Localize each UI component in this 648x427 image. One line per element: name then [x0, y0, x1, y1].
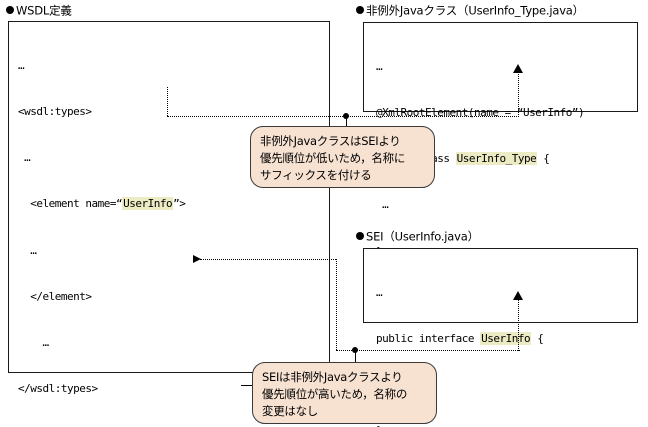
connector-upper-vertical-left: [167, 87, 168, 116]
code-line: …: [18, 243, 37, 257]
callout-line: 優先順位が低いため，名称に: [260, 151, 406, 165]
code-line: …: [18, 58, 25, 72]
java-class-section-header: 非例外Javaクラス（UserInfo_Type.java）: [356, 3, 584, 18]
code-text: ”>: [173, 197, 186, 211]
callout-line: SEIは非例外Javaクラスより: [262, 370, 403, 384]
code-text: <element name=“: [18, 197, 123, 211]
java-class-code-panel: … @XmlRootElement(name = “UserInfo”) pub…: [363, 22, 638, 258]
sei-code-panel: … public interface UserInfo { … }: [363, 248, 638, 427]
code-line-element-name: <element name=“UserInfo”>: [18, 196, 329, 211]
wsdl-code-block: … <wsdl:types> … <element name=“UserInfo…: [9, 22, 329, 427]
callout-sei-no-change: SEIは非例外Javaクラスより 優先順位が高いため，名称の 変更はなし: [252, 362, 437, 424]
connector-upper-vertical-right: [518, 72, 519, 117]
callout-line: 変更はなし: [262, 404, 318, 418]
callout-line: 非例外JavaクラスはSEIより: [260, 134, 401, 148]
filled-circle-bullet-icon: [356, 231, 364, 240]
highlight-user-info-type: UserInfo_Type: [455, 152, 538, 166]
code-line: </wsdl:types>: [18, 382, 98, 396]
code-text: public interface: [376, 332, 481, 346]
connector-lower-callout-tick: [241, 385, 253, 386]
filled-circle-bullet-icon: [356, 5, 364, 14]
sei-section-header: SEI（UserInfo.java）: [356, 229, 479, 244]
wsdl-section-label: WSDL定義: [16, 3, 72, 18]
connector-upper-callout-stem: [346, 116, 347, 126]
code-line-interface-decl: public interface UserInfo {: [376, 331, 637, 346]
java-class-section-label: 非例外Javaクラス（UserInfo_Type.java）: [366, 3, 584, 18]
connector-lower-horizontal-bottom: [336, 350, 520, 351]
highlight-user-info: UserInfo: [480, 332, 532, 346]
connector-lower-arrowhead-left: [193, 255, 201, 263]
callout-line: サフィックスを付ける: [260, 168, 372, 182]
code-line: …: [376, 59, 383, 73]
sei-section-label: SEI（UserInfo.java）: [366, 229, 479, 244]
code-text: {: [531, 332, 544, 346]
filled-circle-bullet-icon: [6, 5, 14, 14]
code-line: @XmlRootElement(name = “UserInfo”): [376, 106, 585, 120]
wsdl-code-panel: … <wsdl:types> … <element name=“UserInfo…: [8, 21, 330, 395]
callout-line: 優先順位が高いため，名称の: [262, 387, 408, 401]
code-line: </element>: [18, 289, 92, 303]
wsdl-section-header: WSDL定義: [6, 3, 72, 18]
connector-lower-arrowhead-right: [513, 291, 523, 300]
code-line: …: [18, 336, 49, 350]
connector-lower-horizontal-top: [200, 259, 336, 260]
connector-upper-arrowhead: [513, 64, 523, 73]
connector-lower-vertical-right: [518, 299, 519, 351]
callout-java-class-suffix: 非例外JavaクラスはSEIより 優先順位が低いため，名称に サフィックスを付け…: [250, 126, 435, 188]
code-text: {: [537, 152, 550, 166]
highlight-user-info: UserInfo: [122, 197, 174, 211]
code-line: …: [376, 198, 389, 212]
code-line: …: [18, 151, 31, 165]
connector-lower-callout-stem: [355, 350, 356, 362]
code-line: }: [376, 423, 637, 427]
code-line: …: [376, 285, 383, 299]
code-line: <wsdl:types>: [18, 105, 92, 119]
connector-lower-vertical-left: [336, 259, 337, 350]
